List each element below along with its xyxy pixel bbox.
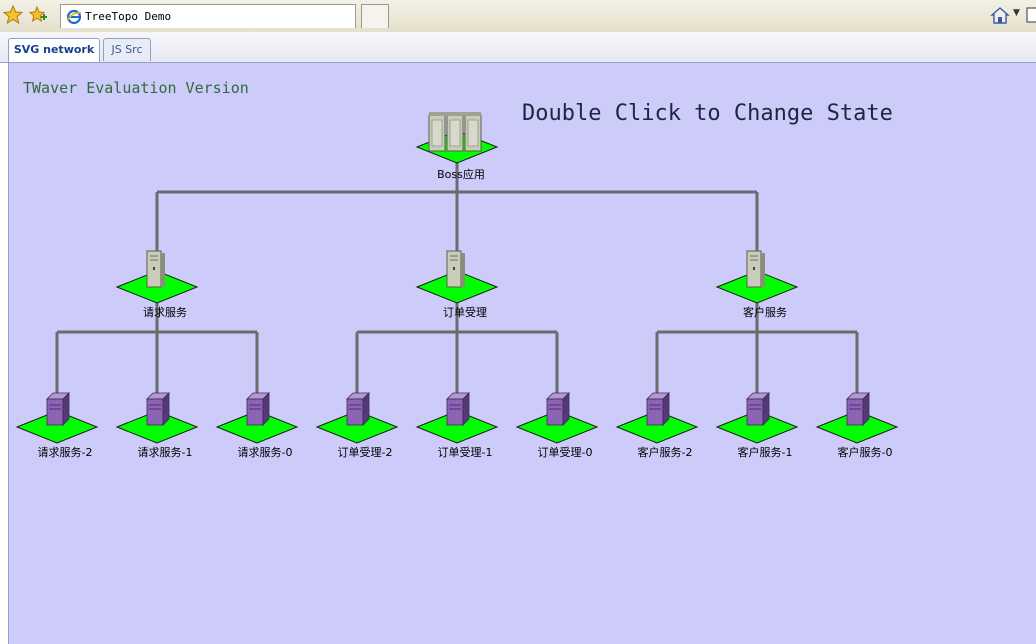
group-node[interactable]: 请求服务 (115, 250, 199, 319)
home-icon[interactable] (990, 6, 1010, 26)
leaf-node-label: 请求服务-0 (238, 446, 293, 459)
leaf-node[interactable]: 订单受理-1 (415, 392, 499, 459)
workstation-icon (246, 392, 270, 426)
page-content: SVG network JS Src TWaver Evaluation Ver… (0, 32, 1036, 644)
leaf-node[interactable]: 请求服务-2 (15, 392, 99, 459)
topology-canvas[interactable]: TWaver Evaluation Version Double Click t… (8, 63, 1036, 644)
browser-tab[interactable]: TreeTopo Demo (60, 4, 356, 28)
server-icon (146, 250, 165, 288)
workstation-icon (46, 392, 70, 426)
workstation-icon (746, 392, 770, 426)
node-base (815, 410, 899, 444)
workstation-icon (546, 392, 570, 426)
workstation-icon (446, 392, 470, 426)
group-node[interactable]: 客户服务 (715, 250, 799, 319)
leaf-node[interactable]: 订单受理-0 (515, 392, 599, 459)
group-node-label: 订单受理 (443, 306, 487, 319)
node-base (115, 410, 199, 444)
leaf-node[interactable]: 客户服务-0 (815, 392, 899, 459)
leaf-node[interactable]: 客户服务-1 (715, 392, 799, 459)
leaf-node-label: 客户服务-2 (638, 445, 693, 459)
leaf-node-label: 订单受理-1 (438, 446, 493, 459)
group-node-label: 请求服务 (143, 306, 187, 319)
workstation-icon (346, 392, 370, 426)
node-base (615, 410, 699, 444)
favorites-star-icon[interactable] (3, 5, 23, 25)
leaf-node-label: 客户服务-1 (738, 445, 793, 459)
leaf-node[interactable]: 请求服务-0 (215, 392, 299, 459)
node-base (415, 410, 499, 444)
root-node-label: Boss应用 (437, 167, 485, 181)
server-icon (746, 250, 765, 288)
leaf-node-label: 请求服务-1 (138, 446, 193, 459)
browser-tab-title: TreeTopo Demo (85, 10, 172, 23)
group-node[interactable]: 订单受理 (415, 250, 499, 319)
evaluation-watermark: TWaver Evaluation Version (23, 79, 249, 97)
node-base (515, 410, 599, 444)
leaf-node-label: 客户服务-0 (838, 445, 893, 459)
node-base (315, 410, 399, 444)
root-node[interactable]: Boss应用 (415, 112, 499, 181)
group-node-label: 客户服务 (743, 305, 787, 319)
leaf-node-label: 请求服务-2 (38, 446, 93, 459)
tab-js-src[interactable]: JS Src (103, 38, 151, 61)
node-base (215, 410, 299, 444)
home-dropdown-icon[interactable]: ▼ (1013, 8, 1020, 18)
workstation-icon (146, 392, 170, 426)
add-favorite-icon[interactable] (28, 5, 48, 25)
node-base (715, 410, 799, 444)
app-tab-bar: SVG network JS Src (0, 32, 1036, 63)
server-cluster-icon (428, 112, 482, 152)
browser-toolbar: TreeTopo Demo ▼ (0, 0, 1036, 33)
new-tab-button[interactable] (361, 4, 389, 28)
server-icon (446, 250, 465, 288)
page-menu-icon[interactable] (1026, 6, 1036, 24)
ie-page-icon (66, 9, 82, 25)
change-state-hint: Double Click to Change State (522, 101, 893, 126)
tab-svg-network[interactable]: SVG network (8, 38, 100, 62)
leaf-node[interactable]: 请求服务-1 (115, 392, 199, 459)
workstation-icon (646, 392, 670, 426)
leaf-node-label: 订单受理-2 (338, 446, 393, 459)
node-base (15, 410, 99, 444)
leaf-node[interactable]: 订单受理-2 (315, 392, 399, 459)
workstation-icon (846, 392, 870, 426)
leaf-node[interactable]: 客户服务-2 (615, 392, 699, 459)
leaf-node-label: 订单受理-0 (538, 446, 593, 459)
